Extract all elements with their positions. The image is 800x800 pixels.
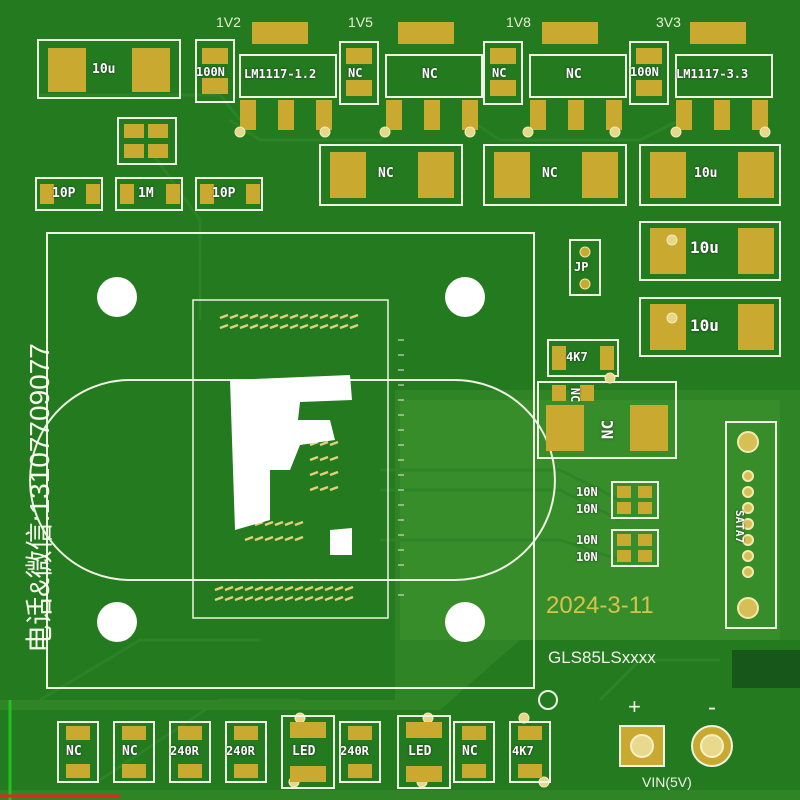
- cap-10n-2-label: 10N: [576, 502, 598, 516]
- bottom-comp-label: NC: [66, 744, 82, 759]
- cap-10u-label: 10u: [92, 62, 116, 77]
- vin-plus-label: +: [628, 694, 641, 719]
- cap-100n-b-label: 100N: [630, 65, 659, 79]
- cap-10u-right-label: 10u: [694, 166, 718, 181]
- vias: [234, 126, 771, 788]
- bottom-components: [57, 715, 551, 789]
- bottom-comp-label: 4K7: [512, 744, 534, 758]
- nc-cap-2-label: NC: [542, 166, 558, 181]
- pads: [40, 48, 774, 562]
- reg-1v8-label: NC: [566, 67, 582, 82]
- part-name-label: GLS85LSxxxx: [548, 648, 656, 667]
- reg-1v5-label: NC: [422, 67, 438, 82]
- mount-hole: [445, 602, 485, 642]
- res-4k7-label: 4K7: [566, 350, 588, 364]
- header-pins: [737, 431, 759, 619]
- rail-label-1v2: 1V2: [216, 14, 241, 30]
- rail-label-1v8: 1V8: [506, 14, 531, 30]
- bottom-comp-label: 240R: [170, 744, 199, 758]
- side-contact-text: 电话&微信:13107709077: [24, 343, 55, 653]
- vin-minus-label: -: [708, 694, 716, 721]
- reg-outline: [239, 54, 773, 98]
- socket-outline: [46, 232, 535, 689]
- copper-pour-right: [400, 400, 780, 640]
- cap-10p-label: 10P: [52, 186, 76, 201]
- nc-cap-1-label: NC: [378, 166, 394, 181]
- cap-10u-b-label: 10u: [690, 316, 719, 335]
- edge-pad: [732, 650, 800, 688]
- cap-10n-3-label: 10N: [576, 533, 598, 547]
- cap-10u-a-label: 10u: [690, 238, 719, 257]
- bottom-comp-label: NC: [122, 744, 138, 759]
- nc-a-label: NC: [348, 66, 363, 80]
- vin-label: VIN(5V): [642, 774, 692, 790]
- bottom-comp-label: 240R: [340, 744, 369, 758]
- bottom-comp-label: NC: [462, 744, 478, 759]
- vin-terminals: [538, 690, 733, 767]
- mount-hole: [445, 277, 485, 317]
- bottom-comp-label: 240R: [226, 744, 255, 758]
- date-label: 2024-3-11: [546, 592, 654, 619]
- cap-100n-label: 100N: [196, 65, 225, 79]
- chip-side-ticks: [398, 339, 404, 596]
- nc-big-label: NC: [598, 419, 618, 440]
- reg-1v2-label: LM1117-1.2: [244, 67, 317, 81]
- nc-b-label: NC: [492, 66, 507, 80]
- silk-outlines: [35, 39, 781, 629]
- regulators: [240, 22, 768, 130]
- rail-label-1v5: 1V5: [348, 14, 373, 30]
- bottom-comp-label: LED: [408, 744, 432, 759]
- jumper-pads: [579, 246, 591, 290]
- mount-hole: [97, 277, 137, 317]
- mount-hole: [97, 602, 137, 642]
- bottom-comp-label: LED: [292, 744, 316, 759]
- rail-label-3v3: 3V3: [656, 14, 681, 30]
- jumper-label: JP: [574, 260, 589, 274]
- cap-10p-2-label: 10P: [212, 186, 236, 201]
- chip-mask: [230, 375, 352, 530]
- bga-pads: [214, 313, 359, 602]
- reg-3v3-label: LM1117-3.3: [676, 67, 749, 81]
- cap-10n-1-label: 10N: [576, 485, 598, 499]
- bottom-pads: [66, 722, 542, 782]
- sata-header-label: SATA7: [733, 510, 746, 544]
- cap-10n-4-label: 10N: [576, 550, 598, 564]
- chip-outline: [192, 299, 389, 619]
- chip-mask: [330, 528, 352, 555]
- res-1m-label: 1M: [138, 186, 154, 201]
- nc-top-label: NC: [568, 387, 583, 403]
